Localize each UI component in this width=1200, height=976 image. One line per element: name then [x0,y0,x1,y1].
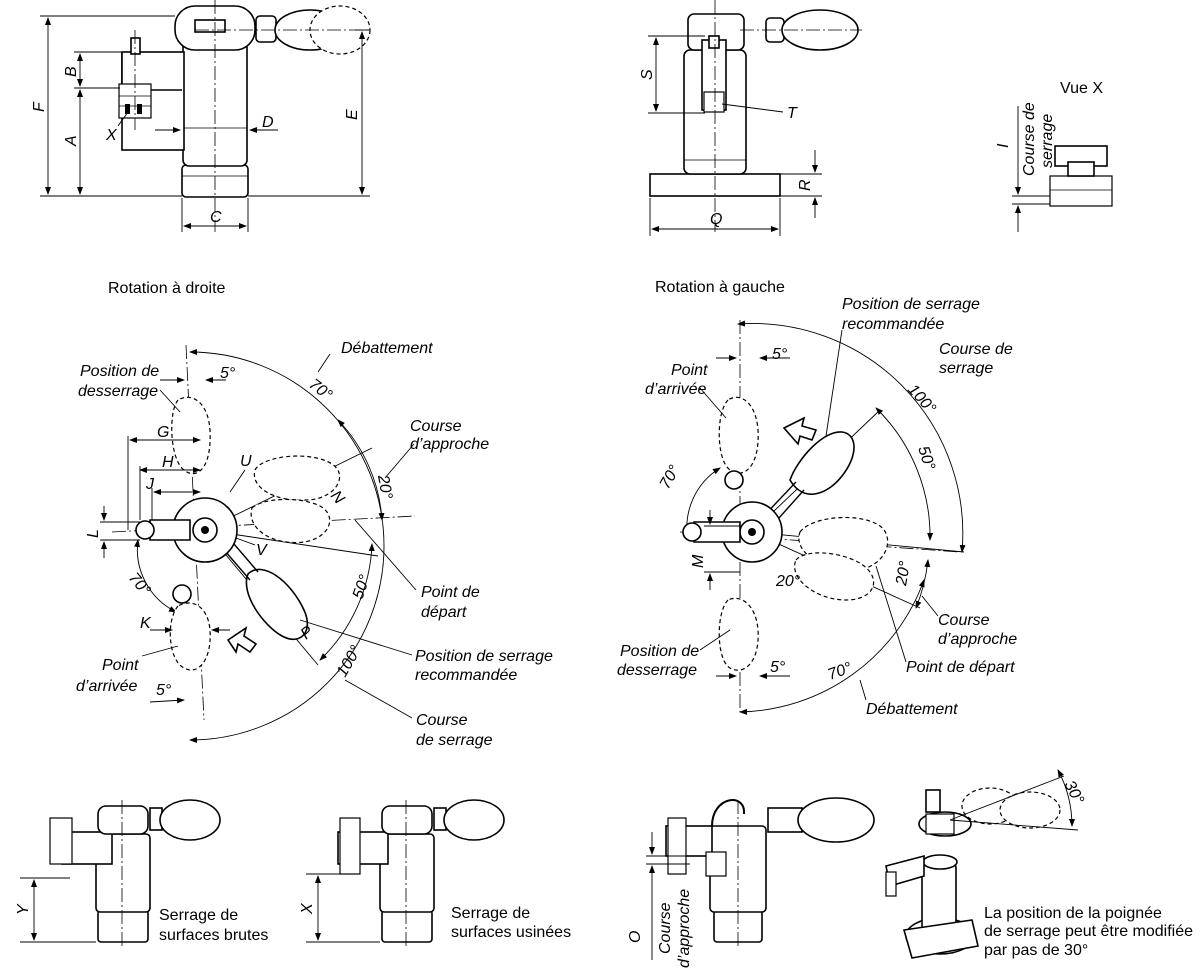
bottom-course-1: Course [657,902,674,954]
rr-point-depart-1: Point de [421,584,480,601]
rr-point-arrivee-2: d’arrivée [76,678,137,695]
dim-T: T [787,105,798,122]
usinees-line-1: Serrage de [451,905,530,922]
rl-deg5-top: 5° [772,346,788,363]
dim-U: U [240,453,252,470]
rough-surface-clamp [20,799,221,948]
rr-point-arrivee-1: Point [102,657,139,674]
rr-course-approche-2: d’approche [410,436,489,453]
dim-F: F [31,101,48,112]
rl-point-depart: Point de départ [906,659,1015,676]
usinees-line-2: surfaces usinées [451,924,571,941]
rotation-left-title: Rotation à gauche [655,279,785,296]
rotation-left-diagram [679,320,966,715]
dim-A: A [63,135,80,147]
rr-course-serrage-1: Course [416,712,468,729]
rr-point-depart-2: départ [421,604,467,621]
dim-G: G [157,424,169,441]
rr-desserrage-1: Position de [80,363,159,380]
view-x-course-1: Course de [1021,102,1038,176]
rr-position-serrage-1: Position de serrage [415,648,553,665]
rl-course-serrage-1: Course de [939,341,1013,358]
rl-deg70-bottom: 70° [826,659,855,683]
rl-position-serrage-1: Position de serrage [842,296,980,313]
dim-O: O [627,931,644,943]
brutes-line-2: surfaces brutes [159,927,268,944]
brutes-line-1: Serrage de [159,907,238,924]
dim-I: I [995,143,1012,148]
rr-deg70-top: 70° [306,376,336,405]
dim-Y: Y [15,903,32,915]
rr-course-approche-1: Course [410,418,462,435]
rl-deg5-bottom: 5° [770,659,786,676]
dim-B: B [63,66,80,77]
handle-adjust-isometric [885,769,1079,959]
rr-deg50: 50° [350,572,374,601]
rl-point-arrivee-2: d’arrivée [645,381,706,398]
rl-deg50: 50° [914,444,938,473]
rl-point-arrivee-1: Point [671,362,708,379]
rl-course-approche-2: d’approche [938,631,1017,648]
view-x-detail [1012,106,1113,232]
rl-course-approche-1: Course [938,612,990,629]
view-x-course-2: serrage [1039,114,1056,168]
dim-E: E [344,109,361,120]
dim-R: R [797,179,814,191]
rr-deg100: 100° [334,642,366,680]
rr-deg20: 20° [374,473,395,501]
rl-desserrage-1: Position de [620,643,699,660]
dim-X: X [105,127,118,144]
dim-J: J [145,476,155,493]
rr-deg70-left: 70° [125,570,154,600]
dim-C: C [210,209,222,226]
dim-Q: Q [710,211,722,228]
rl-debattement: Débattement [866,701,958,718]
deg30: 30° [1060,778,1087,808]
note-line-3: par pas de 30° [984,942,1088,959]
rl-desserrage-2: desserrage [617,662,697,679]
front-view-dimensions [648,0,862,236]
dim-X-bottom: X [299,902,316,915]
bottom-course-2: d’approche [676,889,693,968]
rotation-right-title: Rotation à droite [108,280,226,297]
note-line-1: La position de la poignée [984,905,1162,922]
dim-L: L [85,529,102,538]
rl-deg20-inner: 20° [775,573,801,590]
rl-course-serrage-2: serrage [939,360,993,377]
rr-position-serrage-2: recommandée [415,667,517,684]
rr-debattement: Débattement [341,340,433,357]
side-view-dimensions [40,0,371,232]
machined-surface-clamp [306,799,505,948]
rr-deg5-bottom: 5° [156,682,172,699]
note-line-2: de serrage peut être modifiée [984,923,1193,940]
rr-deg5-top: 5° [220,365,236,382]
rotation-right-diagram [100,344,417,743]
view-x-title: Vue X [1060,80,1103,97]
dim-D: D [262,114,274,131]
rl-deg20-right: 20° [893,559,914,587]
rl-deg100: 100° [904,381,939,417]
rl-deg70-left: 70° [657,462,684,492]
dim-V: V [256,542,268,559]
dim-K: K [140,615,152,632]
approach-travel-clamp [646,797,875,960]
rl-position-serrage-2: recommandée [842,316,944,333]
dim-S: S [639,69,656,80]
rr-desserrage-2: desserrage [78,383,158,400]
dim-H: H [162,454,174,471]
dim-M: M [690,554,707,568]
rr-course-serrage-2: de serrage [416,732,493,749]
